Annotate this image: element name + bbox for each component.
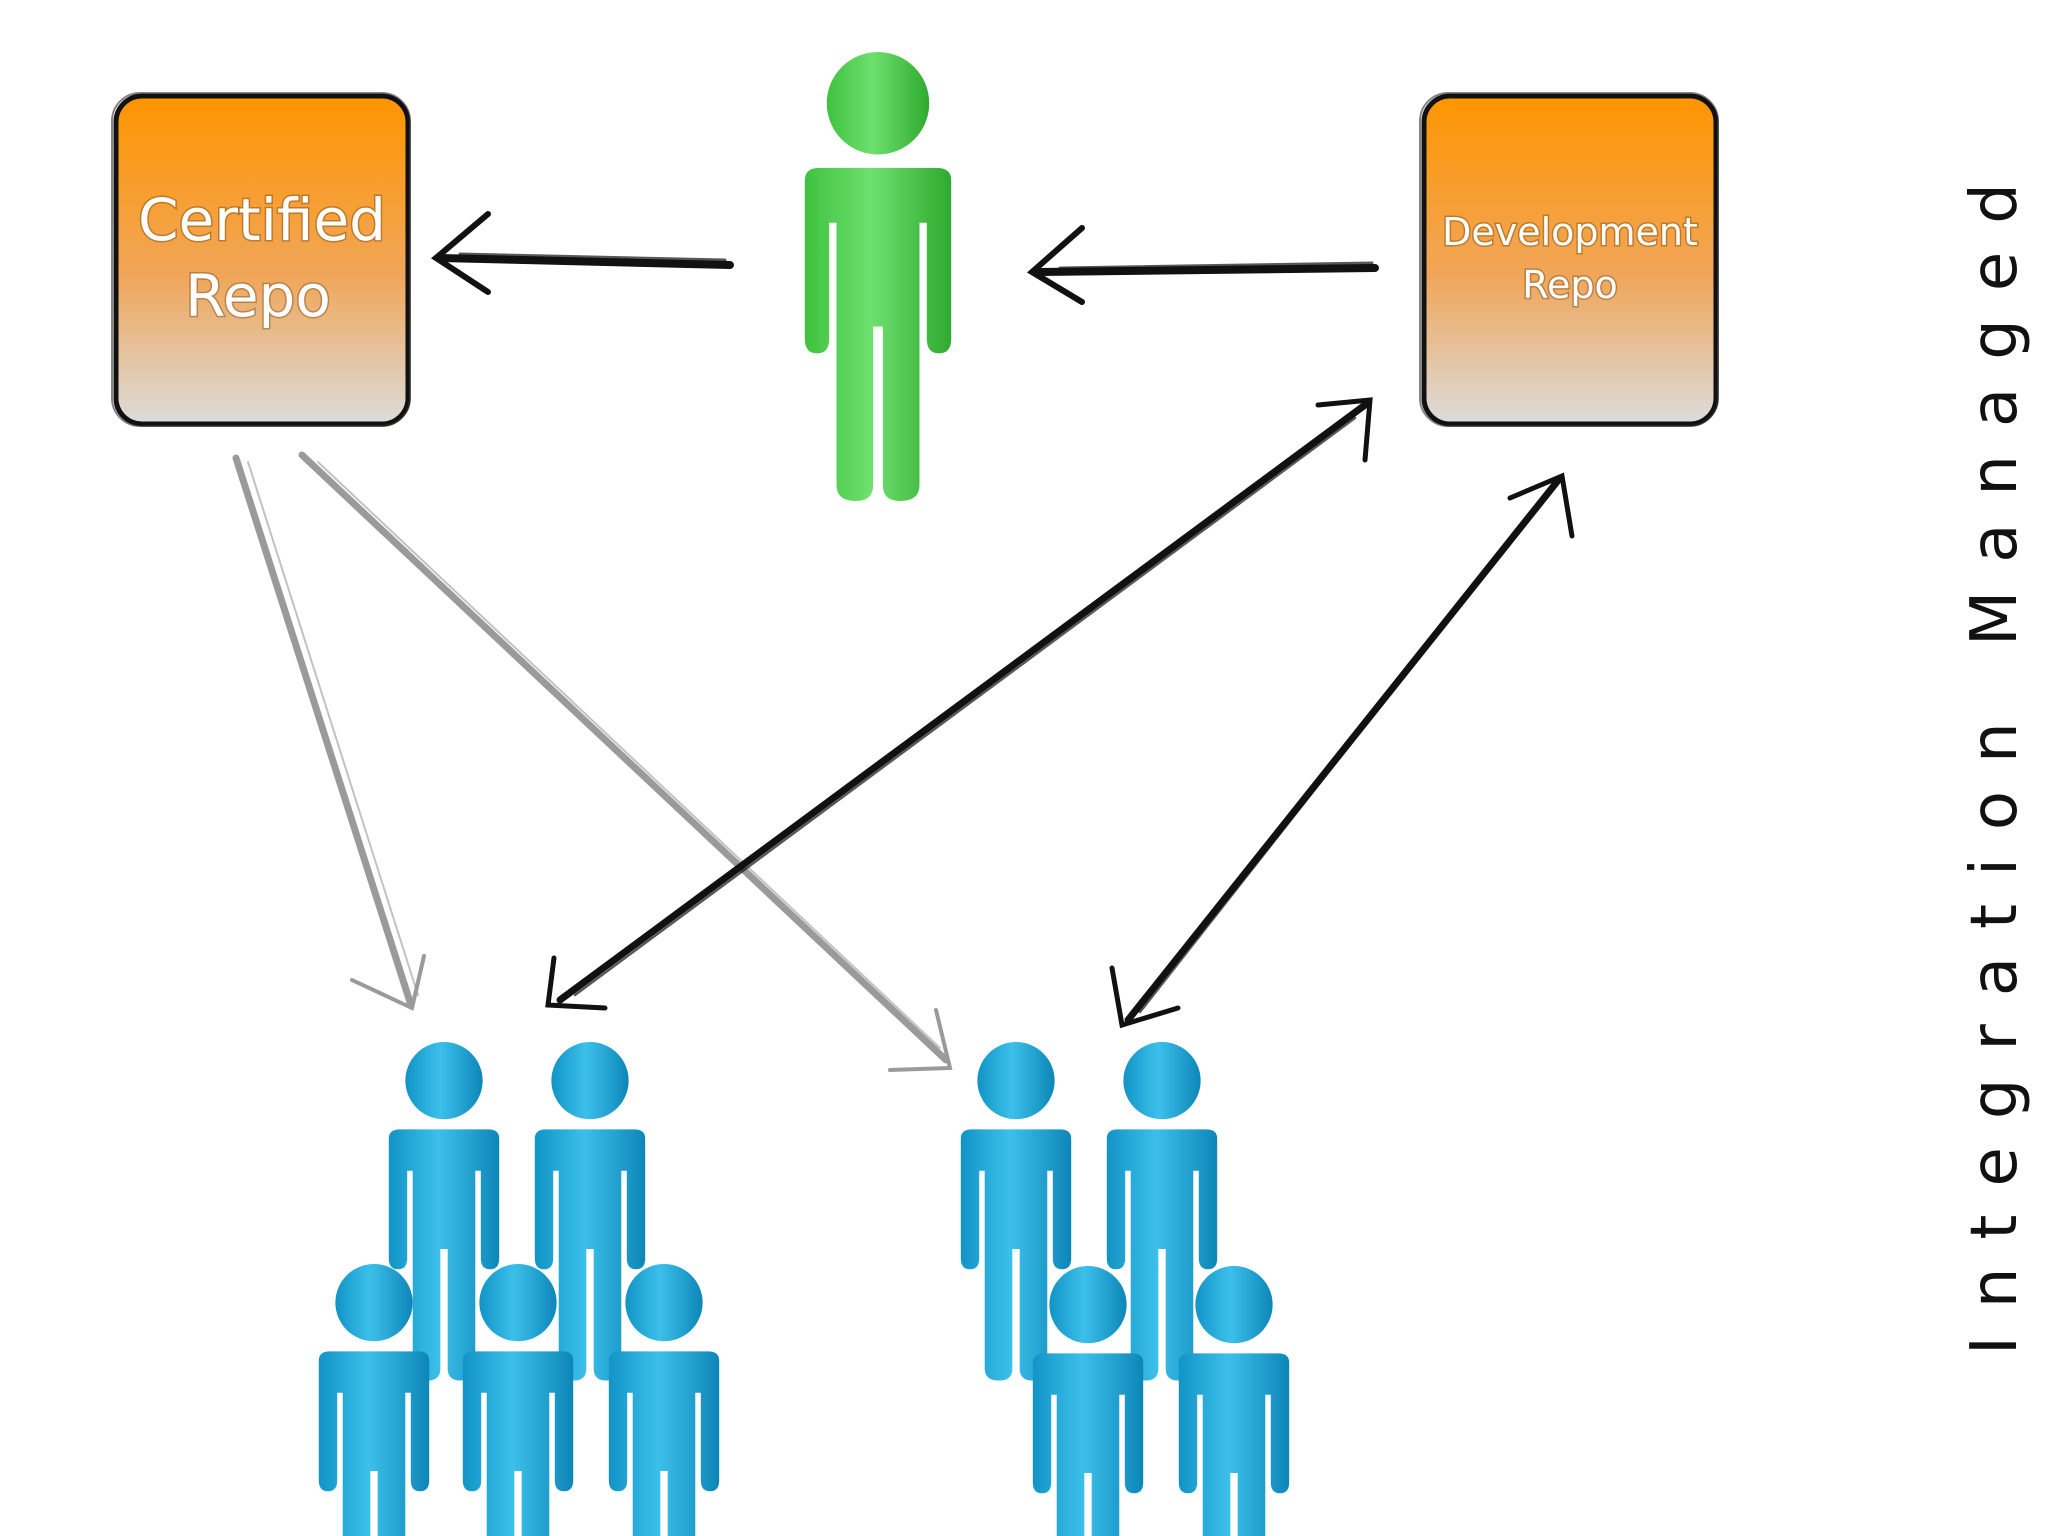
developer-group-2 [960,1042,1290,1536]
developer-person-icon [608,1264,720,1536]
developer-person-icon [534,1042,646,1381]
arrow-group-1-dev-repo [545,397,1373,1011]
arrow-certified-repo-to-group-1 [232,454,426,1011]
certified-repo: Certified Repo [111,92,411,427]
development-repo-label-line1: Development [1442,210,1698,254]
developer-person-icon [318,1264,430,1536]
developer-person-icon [462,1264,574,1536]
certified-repo-label-line2: Repo [185,262,331,330]
diagram-title: Integration Managed [1958,155,2032,1355]
certified-repo-label-line1: Certified [138,186,386,254]
arrow-group-2-dev-repo [1109,472,1575,1029]
arrow-dev-repo-to-integrator [1026,225,1379,305]
developer-group-1 [318,1042,720,1536]
development-repo: Development Repo [1419,92,1719,427]
developer-person-icon [388,1042,500,1381]
developer-person-icon [1178,1266,1290,1536]
developer-person-icon [1106,1042,1218,1381]
integration-manager-person-icon [804,52,952,501]
arrow-integrator-to-certified-repo [430,211,734,295]
development-repo-label-line2: Repo [1522,263,1617,307]
developer-person-icon [1032,1266,1144,1536]
arrow-certified-repo-to-group-2 [298,451,953,1072]
developer-person-icon [960,1042,1072,1381]
